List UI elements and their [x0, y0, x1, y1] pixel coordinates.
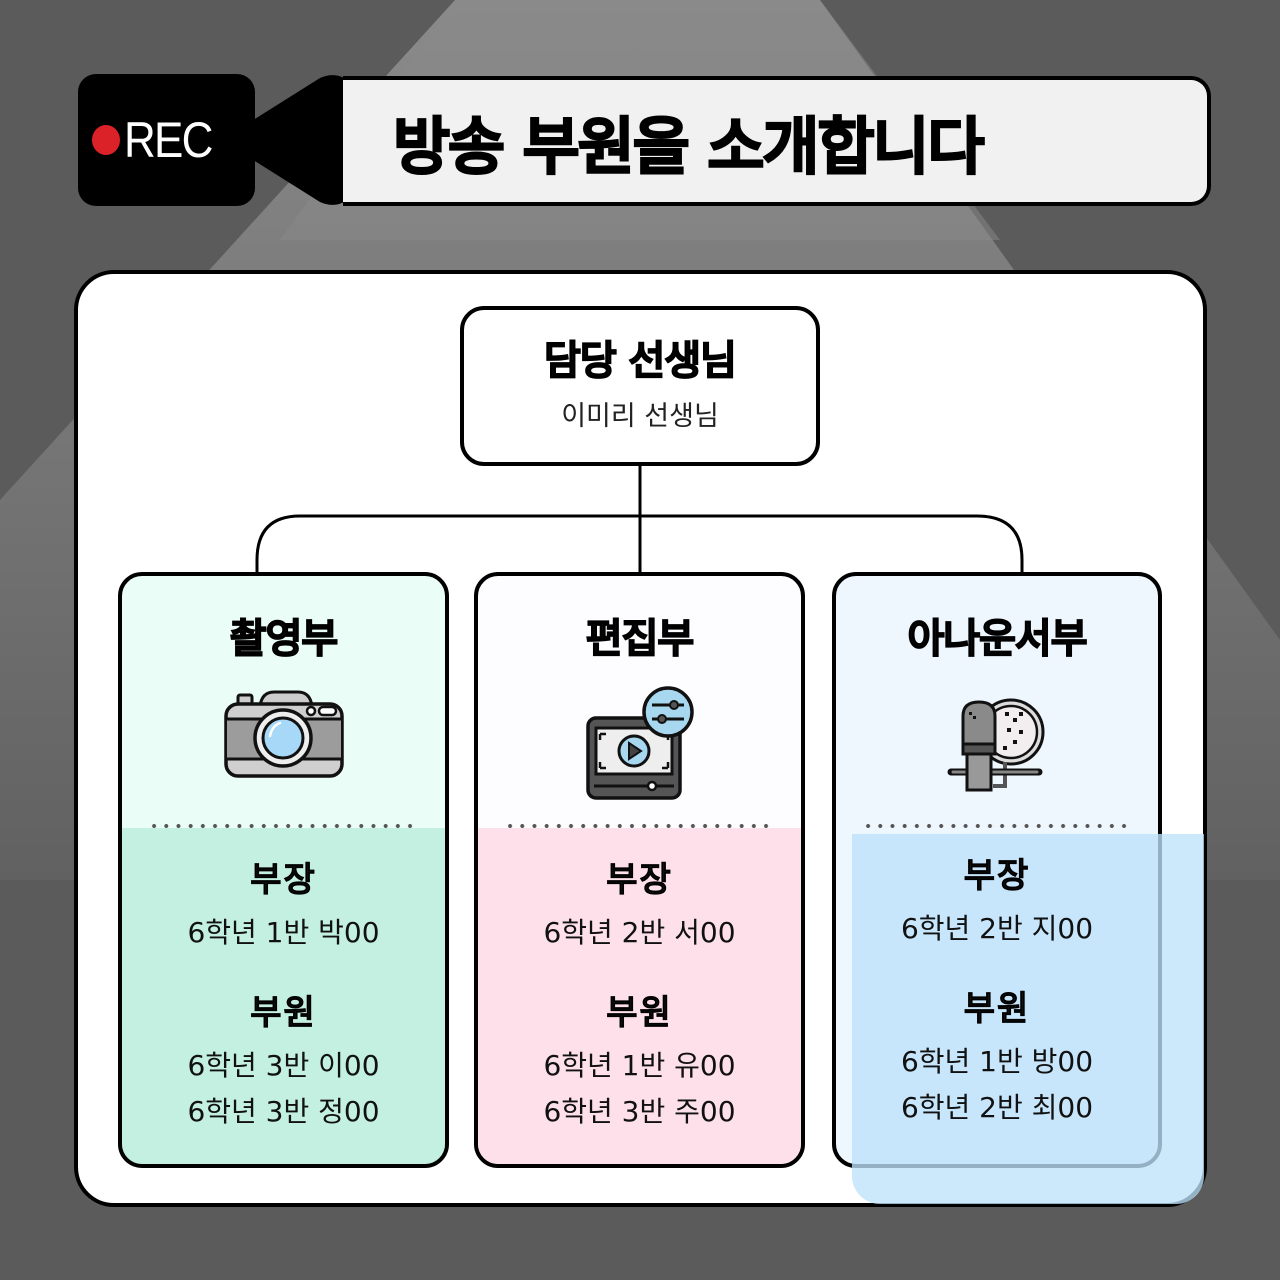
department-name: 촬영부	[229, 615, 339, 663]
department-name: 아나운서부	[907, 615, 1089, 663]
members-label: 부원	[606, 993, 673, 1034]
page-title: 방송 부원을 소개합니다	[392, 109, 986, 184]
member-name: 6학년 3반 주00	[543, 1095, 736, 1128]
member-name: 6학년 3반 이00	[187, 1049, 380, 1082]
members-label: 부원	[250, 993, 317, 1034]
camera-icon	[223, 690, 344, 778]
leader-name: 6학년 1반 박00	[187, 916, 380, 949]
department-card-filming: 촬영부 부장 6학년 1반 박00 부원 6학년 3반 이00 6학년 3반 정…	[118, 572, 449, 1168]
rec-camera-body: REC	[78, 74, 255, 206]
teacher-name: 이미리 선생님	[561, 401, 719, 432]
microphone-icon	[947, 698, 1045, 792]
leader-name: 6학년 2반 서00	[543, 916, 736, 949]
announcer-members: 부장 6학년 2반 지00 부원 6학년 1반 방00 6학년 2반 최00	[832, 824, 1162, 1126]
record-dot-icon	[92, 125, 120, 155]
member-name: 6학년 1반 유00	[543, 1049, 736, 1082]
leader-name: 6학년 2반 지00	[900, 912, 1094, 945]
member-name: 6학년 2반 최00	[900, 1091, 1094, 1124]
member-name: 6학년 1반 방00	[900, 1045, 1094, 1078]
dotted-divider	[862, 823, 1132, 829]
member-name: 6학년 3반 정00	[187, 1095, 380, 1128]
title-banner: 방송 부원을 소개합니다	[343, 76, 1211, 206]
video-edit-icon	[585, 686, 694, 800]
teacher-box: 담당 선생님 이미리 선생님	[460, 306, 820, 466]
leader-label: 부장	[250, 860, 317, 901]
rec-label: REC	[124, 112, 213, 168]
camera-lens-shape	[250, 75, 352, 205]
department-card-editing: 편집부 부장 6학년 2반 서00 부원 6학년 1반 유00 6학년 3반 주…	[474, 572, 805, 1168]
teacher-title: 담당 선생님	[543, 337, 737, 385]
leader-label: 부장	[606, 860, 673, 901]
dotted-divider	[148, 823, 419, 829]
members-label: 부원	[963, 989, 1031, 1030]
leader-label: 부장	[963, 856, 1031, 897]
dotted-divider	[504, 823, 775, 829]
department-name: 편집부	[585, 615, 695, 663]
